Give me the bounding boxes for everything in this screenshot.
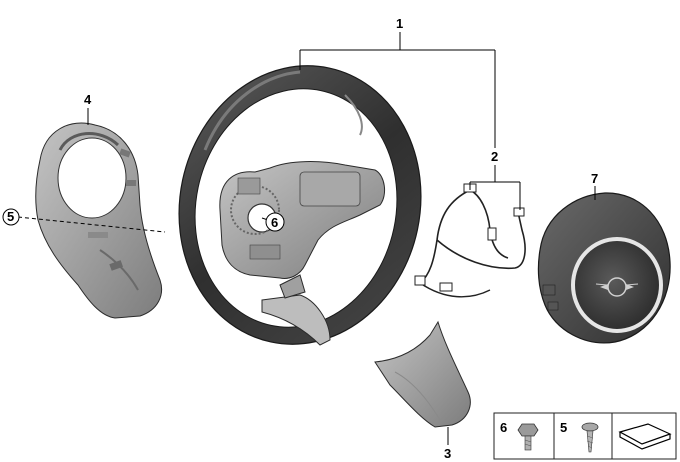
- callout-5-marker: 5: [2, 208, 20, 226]
- legend-label-6: 6: [500, 420, 507, 435]
- screw-icon: [581, 422, 599, 453]
- mini-badge-icon: [595, 277, 639, 297]
- callout-1: 1: [396, 16, 403, 31]
- airbag-module: [537, 192, 671, 344]
- callout-6-marker: 6: [265, 212, 285, 232]
- hex-bolt-icon: [517, 423, 539, 451]
- steering-wheel: [178, 65, 422, 346]
- legend-label-5: 5: [560, 420, 567, 435]
- steering-column-cover: [35, 122, 163, 319]
- callout-7: 7: [591, 171, 598, 186]
- shim-plate-icon: [618, 423, 672, 450]
- wiring-harness: [414, 183, 526, 298]
- small-parts-legend: 6 5: [493, 412, 677, 460]
- callout-6: 6: [271, 215, 278, 230]
- lower-trim-cover: [374, 320, 471, 428]
- callout-3: 3: [444, 446, 451, 461]
- callout-2: 2: [491, 149, 498, 164]
- callout-5: 5: [7, 209, 14, 224]
- callout-4: 4: [84, 92, 92, 107]
